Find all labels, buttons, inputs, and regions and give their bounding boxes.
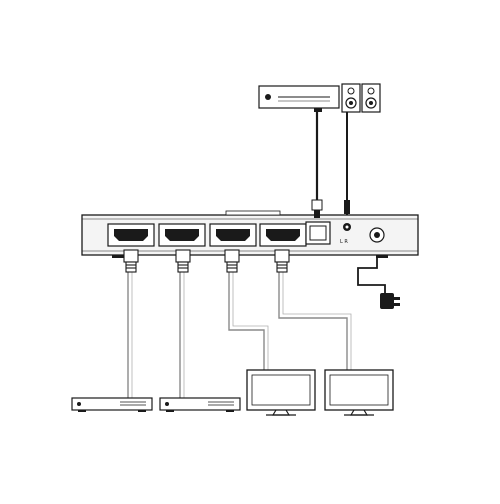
cable-display-2 bbox=[278, 272, 348, 370]
hdmi-port-3 bbox=[209, 223, 257, 247]
hdmi-plugs bbox=[123, 249, 290, 273]
hdmi-port-4 bbox=[259, 223, 307, 247]
hdmi-plug-2 bbox=[175, 249, 191, 263]
optical-plug-icon bbox=[311, 199, 323, 218]
hdmi-port-1 bbox=[107, 223, 155, 247]
optical-port-icon bbox=[305, 221, 331, 245]
hdmi-plug-3 bbox=[224, 249, 240, 263]
monitor-icon bbox=[324, 369, 394, 416]
power-port-icon bbox=[369, 227, 385, 243]
power-adapter-icon bbox=[380, 293, 400, 309]
analog-plug-icon bbox=[344, 200, 350, 214]
audio-jack-icon bbox=[343, 223, 351, 231]
hdmi-switch-icon: L R bbox=[81, 210, 419, 258]
hdmi-port-2 bbox=[158, 223, 206, 247]
speaker-icon bbox=[341, 83, 381, 113]
cables bbox=[127, 245, 386, 398]
set-top-box-icon bbox=[71, 397, 153, 412]
audio-receiver-icon bbox=[258, 85, 340, 112]
cable-power bbox=[357, 245, 386, 298]
hdmi-plug-1 bbox=[123, 249, 139, 263]
monitor-icon bbox=[246, 369, 316, 416]
set-top-box-icon bbox=[159, 397, 241, 412]
hdmi-plug-4 bbox=[274, 249, 290, 263]
audio-jack-label: L R bbox=[340, 239, 348, 245]
cable-display-1 bbox=[228, 272, 265, 370]
